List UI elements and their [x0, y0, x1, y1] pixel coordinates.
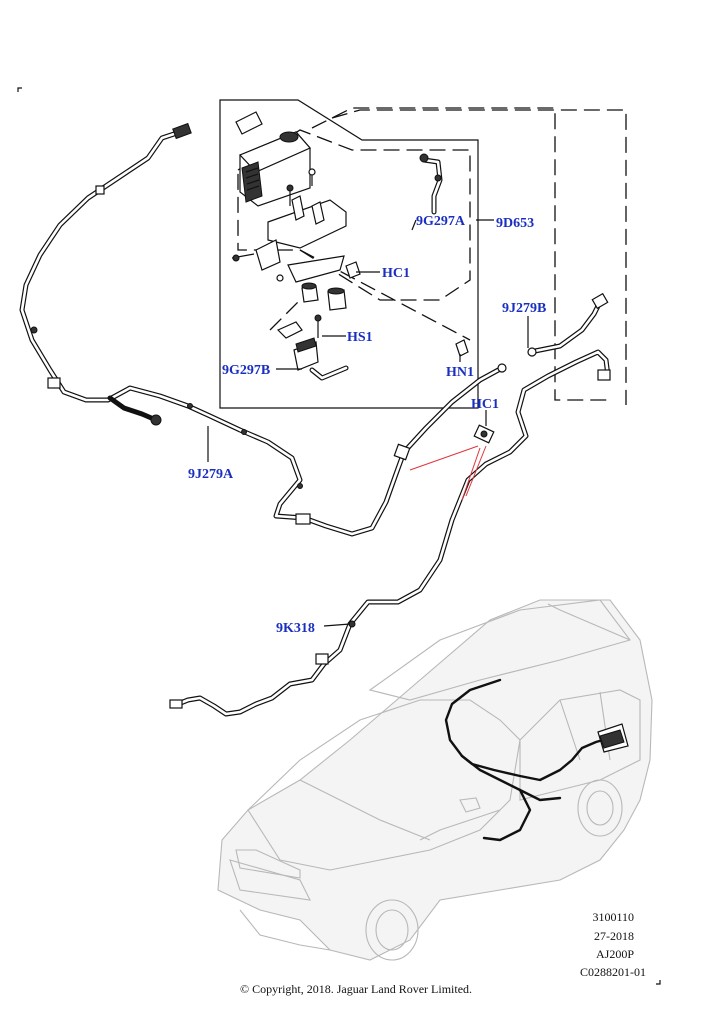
callout-9K318: 9K318: [276, 621, 315, 636]
copyright-notice: © Copyright, 2018. Jaguar Land Rover Lim…: [240, 982, 472, 996]
reference-line-3: AJ200P: [596, 947, 634, 961]
reference-line-2: 27-2018: [594, 929, 634, 943]
callout-HC1-top: HC1: [382, 266, 410, 281]
corner-marks: [17, 87, 661, 985]
reference-line-4: C0288201-01: [580, 965, 646, 979]
vapour-line-9J279B: [527, 292, 609, 357]
reference-block: 3100110 27-2018 AJ200P C0288201-01: [580, 910, 646, 979]
callout-9G297B: 9G297B: [222, 363, 270, 378]
vehicle-vapour-harness: [444, 678, 629, 842]
canister-bracket: [231, 168, 361, 311]
clip-HC1-marker: [409, 424, 495, 501]
vent-hose: [419, 153, 443, 215]
callout-9J279B: 9J279B: [502, 301, 546, 316]
callout-HN1: HN1: [446, 365, 474, 380]
callout-HS1: HS1: [347, 330, 373, 345]
connector-HN1: [455, 339, 469, 357]
vapour-line-9K318: [169, 349, 611, 717]
vapour-line-9J279A: [19, 122, 507, 537]
callout-leaders: [207, 219, 529, 627]
purge-valve: [276, 314, 349, 381]
vehicle-outline: [217, 599, 653, 961]
callout-9G297A: 9G297A: [416, 214, 466, 229]
callout-9J279A: 9J279A: [188, 467, 234, 482]
evap-canister: [235, 111, 311, 207]
callout-9D653: 9D653: [496, 216, 534, 231]
reference-line-1: 3100110: [592, 910, 634, 924]
canister-assembly-frame: [219, 99, 479, 409]
callout-HC1-mid: HC1: [471, 397, 499, 412]
